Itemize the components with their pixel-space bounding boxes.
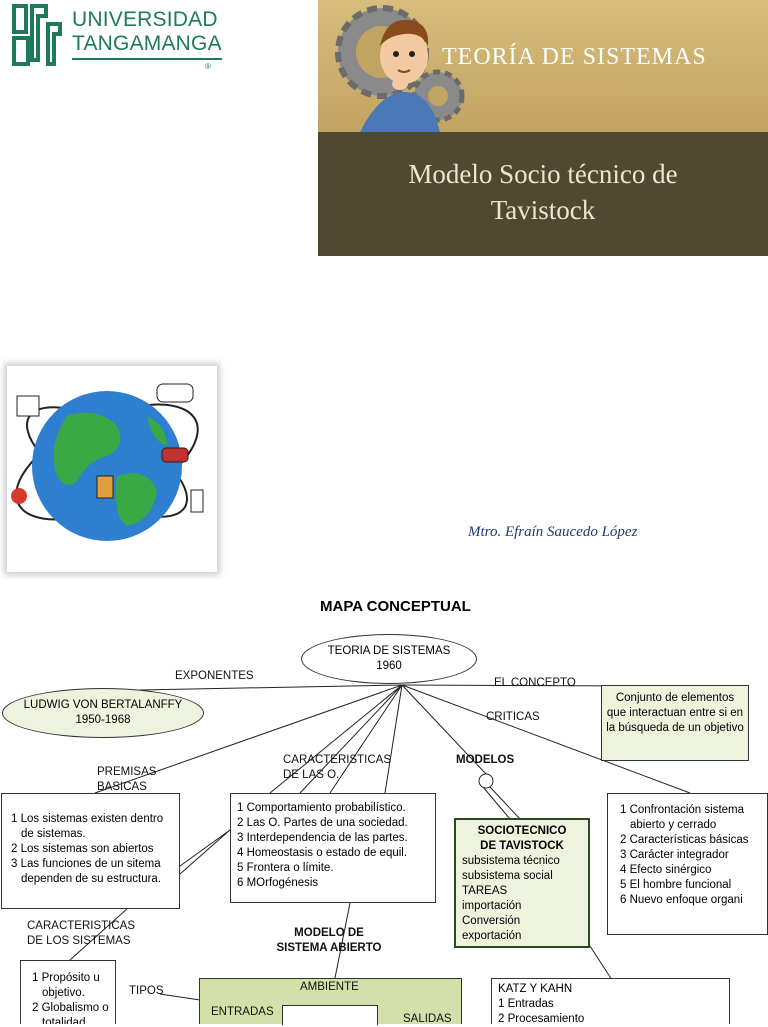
node-caracteristicas-o: 1 Comportamiento probabilístico. 2 Las O… — [230, 793, 436, 903]
label-tipos: TIPOS — [129, 985, 164, 997]
node-premisas: 1 Los sistemas existen dentro de sistema… — [1, 793, 180, 909]
tavistock-item-4: importación — [462, 900, 522, 912]
label-modelo-sistema-abierto: MODELO DE SISTEMA ABIERTO — [270, 926, 388, 956]
university-name-line1: UNIVERSIDAD — [72, 8, 218, 31]
critica-item-4: 4 Efecto sinérgico — [620, 864, 712, 876]
label-caracteristicas-o: CARACTERISTICAS DE LAS O. — [283, 753, 391, 783]
label-caracteristicas-o-line2: DE LAS O. — [283, 769, 340, 781]
critica-item-5: 5 El hombre funcional — [620, 879, 732, 891]
caract-sis-item-1: 1 Propósito u objetivo. — [32, 972, 100, 999]
tavistock-item-1: subsistema técnico — [462, 855, 560, 867]
label-caracteristicas-sistemas-line2: DE LOS SISTEMAS — [27, 935, 131, 947]
label-el-concepto: EL CONCEPTO — [494, 677, 576, 689]
node-tavistock: SOCIOTECNICO DE TAVISTOCK subsistema téc… — [454, 818, 590, 948]
label-modelo-line2: SISTEMA ABIERTO — [276, 942, 382, 954]
globe-icon — [11, 383, 204, 541]
premisa-item-1: 1 Los sistemas existen dentro de sistema… — [11, 813, 164, 840]
node-ambiente: AMBIENTE ENTRADAS SALIDAS — [199, 978, 462, 1025]
node-katz-kahn: KATZ Y KAHN 1 Entradas 2 Procesamiento — [491, 978, 730, 1025]
ambiente-entradas: ENTRADAS — [211, 1006, 274, 1018]
katz-title: KATZ Y KAHN — [498, 983, 573, 995]
caract-o-item-6: 6 MOrfogénesis — [237, 877, 319, 889]
node-caracteristicas-sistemas: 1 Propósito u objetivo. 2 Globalismo o t… — [20, 960, 116, 1024]
caract-o-item-5: 5 Frontera o límite. — [237, 862, 334, 874]
university-logo-icon — [12, 4, 62, 66]
bertalanffy-name: LUDWIG VON BERTALANFFY — [23, 699, 183, 711]
premisa-item-3: 3 Las funciones de un sitema dependen de… — [11, 858, 162, 885]
tavistock-item-2: subsistema social — [462, 870, 553, 882]
ambiente-salidas: SALIDAS — [403, 1013, 452, 1025]
thinking-man-gears-icon — [335, 5, 465, 132]
node-concepto: Conjunto de elementos que interactuan en… — [601, 685, 749, 761]
caract-sis-item-2: 2 Globalismo o totalidad — [32, 1002, 109, 1024]
author-name: Mtro. Efraín Saucedo López — [468, 524, 638, 540]
katz-item-1: 1 Entradas — [498, 998, 554, 1010]
label-exponentes: EXPONENTES — [175, 670, 254, 682]
registered-mark: ® — [205, 62, 211, 71]
label-modelo-line1: MODELO DE — [294, 927, 364, 939]
tavistock-item-5: Conversión — [462, 915, 521, 927]
tavistock-item-6: exportación — [462, 930, 522, 942]
node-bertalanffy: LUDWIG VON BERTALANFFY 1950-1968 — [2, 688, 204, 738]
node-criticas: 1 Confrontación sistema abierto y cerrad… — [607, 793, 768, 935]
caract-o-item-4: 4 Homeostasis o estado de equil. — [237, 847, 408, 859]
header-subtitle-line1: Modelo Socio técnico de — [408, 159, 678, 189]
header-subtitle: Modelo Socio técnico de Tavistock — [330, 156, 756, 228]
header-title: TEORÍA DE SISTEMAS — [442, 44, 707, 70]
tavistock-title-line2: DE TAVISTOCK — [480, 840, 564, 852]
root-node-teoria-sistemas: TEORIA DE SISTEMAS 1960 — [301, 634, 477, 684]
critica-item-3: 3 Carácter integrador — [620, 849, 729, 861]
map-title: MAPA CONCEPTUAL — [320, 598, 471, 615]
label-caracteristicas-sistemas: CARACTERISTICAS DE LOS SISTEMAS — [27, 919, 135, 949]
tavistock-item-3: TAREAS — [462, 885, 508, 897]
caract-o-item-1: 1 Comportamiento probabilístico. — [237, 802, 406, 814]
label-modelos: MODELOS — [456, 754, 515, 766]
critica-item-1: 1 Confrontación sistema abierto y cerrad… — [620, 804, 745, 831]
caract-o-item-2: 2 Las O. Partes de una sociedad. — [237, 817, 408, 829]
header-banner-bottom — [318, 132, 768, 256]
critica-item-2: 2 Características básicas — [620, 834, 749, 846]
ambiente-process-box — [282, 1005, 378, 1025]
globe-illustration — [7, 366, 217, 572]
label-premisas-line1: PREMISAS — [97, 766, 157, 778]
label-premisas: PREMISAS BASICAS — [97, 765, 156, 795]
label-caracteristicas-o-line1: CARACTERISTICAS — [283, 754, 391, 766]
katz-item-2: 2 Procesamiento — [498, 1013, 585, 1025]
label-premisas-line2: BASICAS — [97, 781, 147, 793]
premisa-item-2: 2 Los sistemas son abiertos — [11, 843, 154, 855]
root-node-year: 1960 — [376, 660, 402, 672]
root-node-title: TEORIA DE SISTEMAS — [327, 645, 451, 657]
bertalanffy-years: 1950-1968 — [75, 714, 131, 726]
critica-item-6: 6 Nuevo enfoque organi — [620, 894, 743, 906]
label-caracteristicas-sistemas-line1: CARACTERISTICAS — [27, 920, 135, 932]
header-subtitle-line2: Tavistock — [490, 195, 596, 225]
university-name-line2: TANGAMANGA — [72, 32, 222, 60]
tavistock-title-line1: SOCIOTECNICO — [477, 825, 567, 837]
caract-o-item-3: 3 Interdependencia de las partes. — [237, 832, 408, 844]
ambiente-label: AMBIENTE — [300, 981, 359, 993]
university-name: UNIVERSIDAD TANGAMANGA — [72, 8, 222, 60]
label-criticas: CRITICAS — [486, 711, 540, 723]
